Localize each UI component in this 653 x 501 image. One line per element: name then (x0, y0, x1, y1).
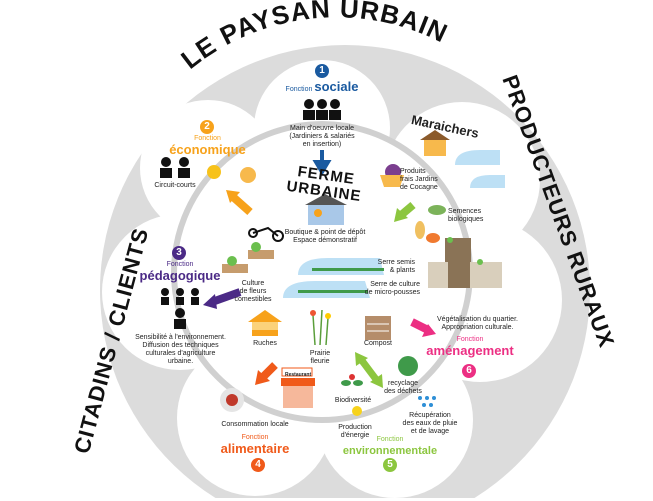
number-badge-1: 1 (315, 64, 329, 78)
alimentaire-text: Consommation locale (221, 421, 289, 428)
biodiversite-label: Biodiversité (334, 397, 372, 404)
prairie-label: Prairie fleurie (309, 350, 331, 365)
arrow-economique (229, 193, 253, 215)
restaurant-icon (281, 367, 315, 408)
energie-label: Production d'énergie (338, 424, 372, 439)
seeds-icon (415, 205, 446, 243)
sociale-text: Main d'oeuvre locale (Jardiniers & salar… (289, 125, 355, 148)
ruches-label: Ruches (253, 340, 277, 347)
amenagement-text: Végétalisation du quartier. Appropriatio… (437, 316, 518, 331)
shop-icon (305, 194, 347, 225)
produits-frais-text: Produits frais Jardins de Cocagne (400, 168, 438, 191)
number-badge-2: 2 (200, 120, 214, 134)
compost-icon (365, 316, 391, 340)
eco-people-icon (160, 157, 256, 183)
prairie-icon (310, 309, 331, 346)
basket-icon (380, 164, 404, 187)
fleurs-comestibles-label: Culture de fleurs comestibles (234, 280, 272, 303)
greenhouse-icon (283, 258, 384, 298)
recyclage-label: recyclage des déchets (384, 380, 422, 395)
recuperation-label: Récupération des eaux de pluie et de lav… (402, 412, 458, 435)
arrow-sociale (312, 150, 332, 176)
circuit-courts-text: Circuit-courts (154, 182, 196, 189)
serre-semis-label: Serre semis & plants (377, 259, 415, 274)
serre-micro-pousses-label: Serre de culture de micro-pousses (364, 281, 420, 296)
plate-icon (220, 388, 244, 412)
restaurant-sign: Restaurant (285, 372, 312, 378)
fonction-sociale-title: Fonction sociale (285, 79, 359, 94)
number-badge-4: 4 (251, 458, 265, 472)
recycle-icon (398, 356, 418, 376)
farm-barn-icon (420, 130, 450, 156)
number-badge-3: 3 (172, 246, 186, 260)
boutique-label: Boutique & point de dépôt Espace démonst… (284, 229, 366, 244)
semences-text: Semences biologiques (448, 208, 484, 223)
flower-boxes-icon (222, 242, 274, 273)
lightbulb-icon (352, 406, 362, 416)
people-icon (303, 99, 341, 120)
water-drops-icon (418, 396, 436, 407)
buildings-icon (428, 237, 502, 288)
compost-label: Compost (363, 340, 392, 347)
arrows (203, 150, 436, 388)
number-badge-6: 6 (462, 364, 476, 378)
rural-greenhouse-icon (455, 150, 505, 188)
biodiversity-icon (341, 374, 363, 386)
pedagogique-text: Sensibilité à l'environnement. Diffusion… (135, 334, 226, 365)
bike-icon (248, 226, 284, 242)
number-badge-5: 5 (383, 458, 397, 472)
beehive-icon (248, 310, 282, 336)
pedagogy-people-icon (161, 288, 199, 329)
